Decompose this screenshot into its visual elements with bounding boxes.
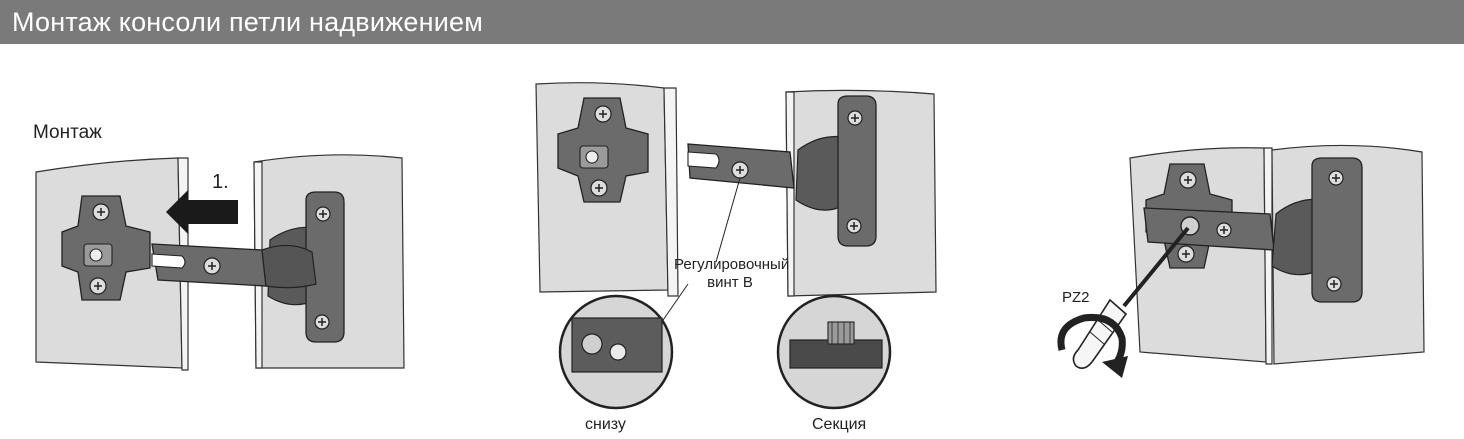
step-panel-left [35,154,405,371]
label-view-section: Секция [812,416,867,433]
push-arrow-icon [166,190,238,234]
label-adjust-screw-line2: винт B [707,274,753,291]
rotation-arrow-icon [1057,313,1126,369]
hinge-body [305,191,345,343]
hinge-body [837,95,877,247]
label-mounting: Монтаж [33,122,102,143]
step-panel-right [1057,144,1425,378]
label-tool-pz2: PZ2 [1062,289,1090,306]
hinge-body [1311,157,1363,303]
label-adjust-screw: Регулировочный винт B [674,256,790,292]
page-title: Монтаж консоли петли надвижением [12,7,483,37]
leader-line [715,177,741,263]
label-adjust-screw-line1: Регулировочный [674,256,790,273]
rotation-arrowhead [1102,356,1128,378]
screwdriver-icon [1072,226,1190,370]
step-panel-middle [535,82,937,410]
label-view-bottom: снизу [585,416,626,433]
label-step-1: 1. [212,171,229,193]
header-bar: Монтаж консоли петли надвижением [0,0,1464,44]
